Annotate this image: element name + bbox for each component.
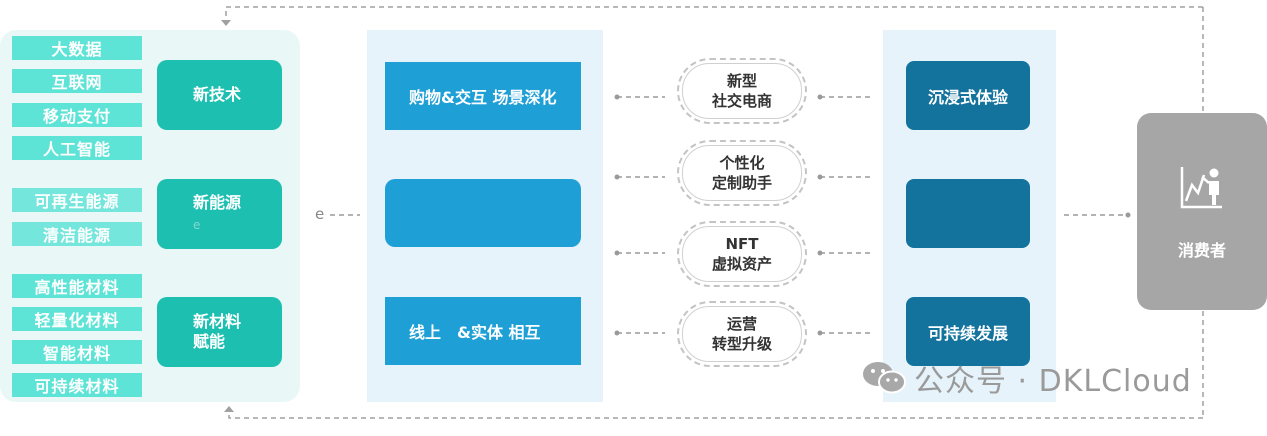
trend-social-ecommerce: 新型 社交电商 — [677, 58, 807, 124]
material-tag: 智能材料 — [12, 340, 142, 364]
presenter-chart-icon — [1180, 166, 1222, 208]
tech-tag: 大数据 — [12, 36, 142, 60]
driver-new-technology: 新技术 — [157, 60, 282, 130]
result-immersive-experience: 沉浸式体验 — [906, 61, 1030, 130]
trend-nft-assets: NFT 虚拟资产 — [677, 221, 807, 287]
driver-label: 新技术 — [193, 85, 242, 104]
link-dots-left — [614, 94, 620, 336]
feedback-loop-top — [225, 6, 1203, 22]
scene-online-offline: 线上 &实体 相互 — [385, 297, 581, 365]
watermark-text: 公众号 · DKLCloud — [914, 364, 1192, 399]
feedback-loop-bottom — [228, 410, 1203, 419]
result-sustainable-development: 可持续发展 — [906, 297, 1030, 366]
scene-shopping: 购物&交互 场景深化 — [385, 62, 581, 130]
trend-line2: 定制助手 — [711, 174, 772, 192]
driver-label: 新能源 — [193, 193, 242, 212]
trend-line2: 转型升级 — [711, 335, 772, 353]
driver-sub-mark: e — [193, 218, 201, 232]
watermark: 公众号 · DKLCloud — [862, 358, 1192, 399]
energy-tag: 可再生能源 — [12, 188, 142, 212]
scene-blank — [385, 179, 581, 247]
trend-line2: 虚拟资产 — [711, 255, 772, 273]
link-dots-right — [817, 94, 823, 336]
tech-tag: 移动支付 — [12, 103, 142, 127]
links-scenes-to-trends — [617, 96, 665, 334]
feedback-arrow-top — [221, 20, 231, 26]
driver-new-energy: 新能源 e — [157, 179, 282, 249]
trend-line1: 新型 — [726, 72, 757, 90]
links-trends-to-results — [820, 96, 872, 334]
material-tag: 可持续材料 — [12, 373, 142, 397]
connector-mark: e — [315, 205, 325, 223]
driver-new-material: 新材料 赋能 — [157, 297, 282, 367]
trend-line2: 社交电商 — [711, 92, 772, 110]
trend-line1: 运营 — [726, 315, 757, 333]
result-blank — [906, 179, 1030, 248]
consumer-label: 消费者 — [1177, 240, 1226, 260]
trend-line1: NFT — [725, 235, 759, 253]
trend-custom-assistant: 个性化 定制助手 — [677, 140, 807, 206]
trend-line1: 个性化 — [719, 154, 765, 172]
driver-label: 新材料 赋能 — [193, 312, 242, 351]
consumer-box: 消费者 — [1137, 113, 1267, 310]
material-tag: 高性能材料 — [12, 274, 142, 298]
tech-tag: 互联网 — [12, 69, 142, 93]
wechat-icon — [863, 362, 906, 394]
material-tag: 轻量化材料 — [12, 307, 142, 331]
tech-tag: 人工智能 — [12, 136, 142, 160]
trend-operation-upgrade: 运营 转型升级 — [677, 301, 807, 367]
feedback-arrow-bottom — [224, 406, 234, 412]
energy-tag: 清洁能源 — [12, 222, 142, 246]
